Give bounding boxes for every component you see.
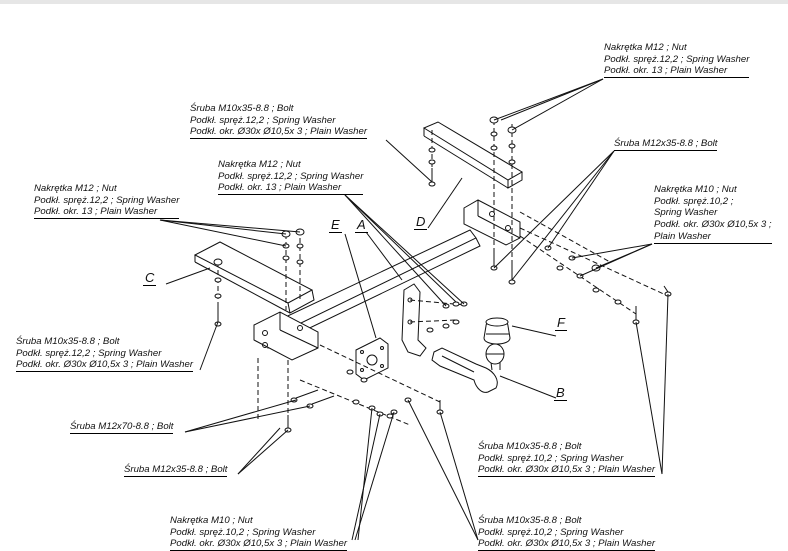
label-line: Plain Washer: [654, 231, 772, 244]
label-bolt-m12x35-bottom: Śruba M12x35-8.8 ; Bolt: [124, 464, 228, 477]
ball-cover-f: [483, 317, 511, 345]
part-letter-a: A: [355, 217, 368, 233]
label-line: Podkł. spręż.12,2 ; Spring Washer: [218, 170, 364, 182]
label-line: Nakrętka M12 ; Nut: [34, 183, 117, 194]
label-bolt-m12x70: Śruba M12x70-8.8 ; Bolt: [70, 421, 174, 434]
label-nut-m10-bottom: Nakrętka M10 ; Nut Podkł. spręż.10,2 ; S…: [170, 515, 348, 551]
label-nut-m12-center: Nakrętka M12 ; Nut Podkł. spręż.12,2 ; S…: [218, 159, 364, 196]
top-border-strip: [0, 0, 788, 4]
label-line: Podkł. okr. 13 ; Plain Washer: [218, 182, 364, 196]
label-line: Podkł. spręż.12,2 ; Spring Washer: [190, 114, 336, 126]
label-line: Podkł. spręż.12,2 ; Spring Washer: [34, 194, 180, 206]
label-nut-m12-top-right: Nakrętka M12 ; Nut Podkł. spręż.12,2 ; S…: [604, 42, 750, 79]
label-nut-m10-right: Nakrętka M10 ; Nut Podkł. spręż.10,2 ; S…: [654, 184, 772, 244]
label-line: Podkł. okr. 13 ; Plain Washer: [34, 206, 180, 220]
label-line: Śruba M12x35-8.8 ; Bolt: [614, 138, 718, 151]
label-line: Śruba M10x35-8.8 ; Bolt: [478, 515, 582, 526]
label-line: Nakrętka M12 ; Nut: [604, 42, 687, 53]
upper-bracket-d: [422, 121, 523, 189]
label-line: Śruba M10x35-8.8 ; Bolt: [16, 336, 120, 347]
label-line: Spring Washer: [654, 207, 718, 219]
hanger-plate: [401, 283, 427, 357]
part-letter-f: F: [555, 315, 567, 331]
label-line: Podkł. spręż.12,2 ; Spring Washer: [16, 347, 162, 359]
label-bolt-m12x35-right: Śruba M12x35-8.8 ; Bolt: [614, 138, 718, 151]
label-line: Podkł. okr. 13 ; Plain Washer: [604, 65, 750, 79]
label-line: Podkł. okr. Ø30x Ø10,5x 3 ; Plain Washer: [190, 126, 368, 140]
label-line: Śruba M10x35-8.8 ; Bolt: [478, 441, 582, 452]
label-line: Podkł. spręż.12,2 ; Spring Washer: [604, 53, 750, 65]
part-letter-d: D: [414, 214, 428, 230]
part-letter-e: E: [329, 217, 342, 233]
label-bolt-m10-bottom-center: Śruba M10x35-8.8 ; Bolt Podkł. spręż.10,…: [478, 515, 656, 551]
tow-ball-hook-b: [431, 343, 505, 393]
part-letter-c: C: [143, 270, 157, 286]
label-line: Śruba M12x35-8.8 ; Bolt: [124, 464, 228, 477]
label-line: Podkł. okr. Ø30x Ø10,5x 3 ;: [654, 219, 772, 231]
label-bolt-m10-left: Śruba M10x35-8.8 ; Bolt Podkł. spręż.12,…: [16, 336, 194, 373]
right-bracket: [463, 199, 521, 246]
label-bolt-m10-bottom-right: Śruba M10x35-8.8 ; Bolt Podkł. spręż.10,…: [478, 441, 656, 478]
label-line: Śruba M12x70-8.8 ; Bolt: [70, 421, 174, 434]
label-line: Nakrętka M12 ; Nut: [218, 159, 301, 170]
label-line: Podkł. okr. Ø30x Ø10,5x 3 ; Plain Washer: [478, 464, 656, 478]
part-letter-b: B: [554, 385, 567, 401]
label-line: Podkł. spręż.10,2 ; Spring Washer: [170, 526, 316, 538]
label-line: Nakrętka M10 ; Nut: [654, 184, 737, 195]
label-bolt-m10-top-center: Śruba M10x35-8.8 ; Bolt Podkł. spręż.12,…: [190, 103, 368, 140]
fasteners: [213, 116, 622, 419]
label-nut-m12-left: Nakrętka M12 ; Nut Podkł. spręż.12,2 ; S…: [34, 183, 180, 220]
label-line: Podkł. spręż.10,2 ;: [654, 195, 734, 207]
left-bracket-c: [193, 241, 319, 361]
leader-lines: [159, 78, 669, 541]
label-line: Podkł. spręż.10,2 ; Spring Washer: [478, 526, 624, 538]
label-line: Podkł. okr. Ø30x Ø10,5x 3 ; Plain Washer: [16, 359, 194, 373]
label-line: Nakrętka M10 ; Nut: [170, 515, 253, 526]
label-line: Podkł. spręż.10,2 ; Spring Washer: [478, 452, 624, 464]
socket-plate-e: [355, 337, 389, 381]
label-line: Śruba M10x35-8.8 ; Bolt: [190, 103, 294, 114]
